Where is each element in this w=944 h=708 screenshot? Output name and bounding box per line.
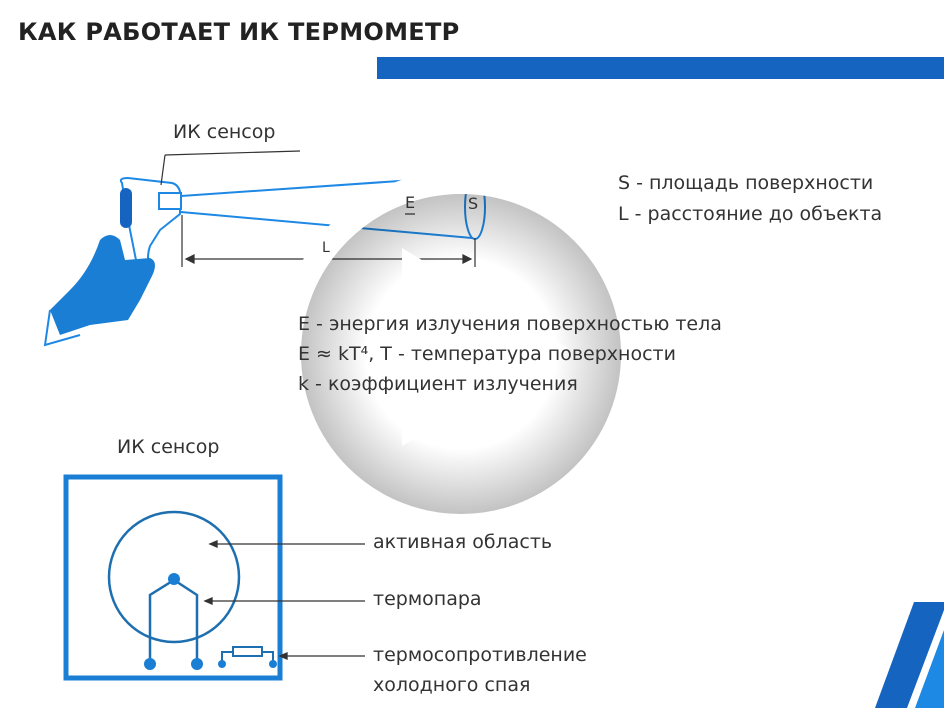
corner-decoration — [875, 602, 944, 708]
energy-label: E — [405, 193, 416, 212]
play-icon — [402, 248, 568, 446]
leader-lines — [203, 540, 365, 660]
label-cold-junction: холодного спая — [373, 674, 531, 696]
label-thermocouple: термопара — [373, 588, 482, 610]
label-active-area: активная область — [373, 531, 553, 553]
slide-title: КАК РАБОТАЕТ ИК ТЕРМОМЕТР — [18, 18, 460, 46]
formula-line-2: E ≈ kT⁴, T - температура поверхности — [298, 343, 676, 365]
surface-label: S — [468, 194, 479, 213]
legend-s: S - площадь поверхности — [618, 172, 874, 194]
thermometer-gun-icon — [43, 176, 182, 347]
formula-line-1: E - энергия излучения поверхностью тела — [298, 313, 722, 335]
formula-line-3: k - коэффициент излучения — [298, 373, 578, 395]
label-thermistor: термосопротивление — [373, 644, 587, 666]
header-accent-bar — [377, 57, 944, 79]
sensor-schematic — [63, 474, 283, 681]
top-sensor-label: ИК сенсор — [173, 121, 276, 143]
sensor-title: ИК сенсор — [117, 436, 220, 458]
distance-label: L — [322, 240, 330, 256]
legend-l: L - расстояние до объекта — [618, 203, 883, 225]
